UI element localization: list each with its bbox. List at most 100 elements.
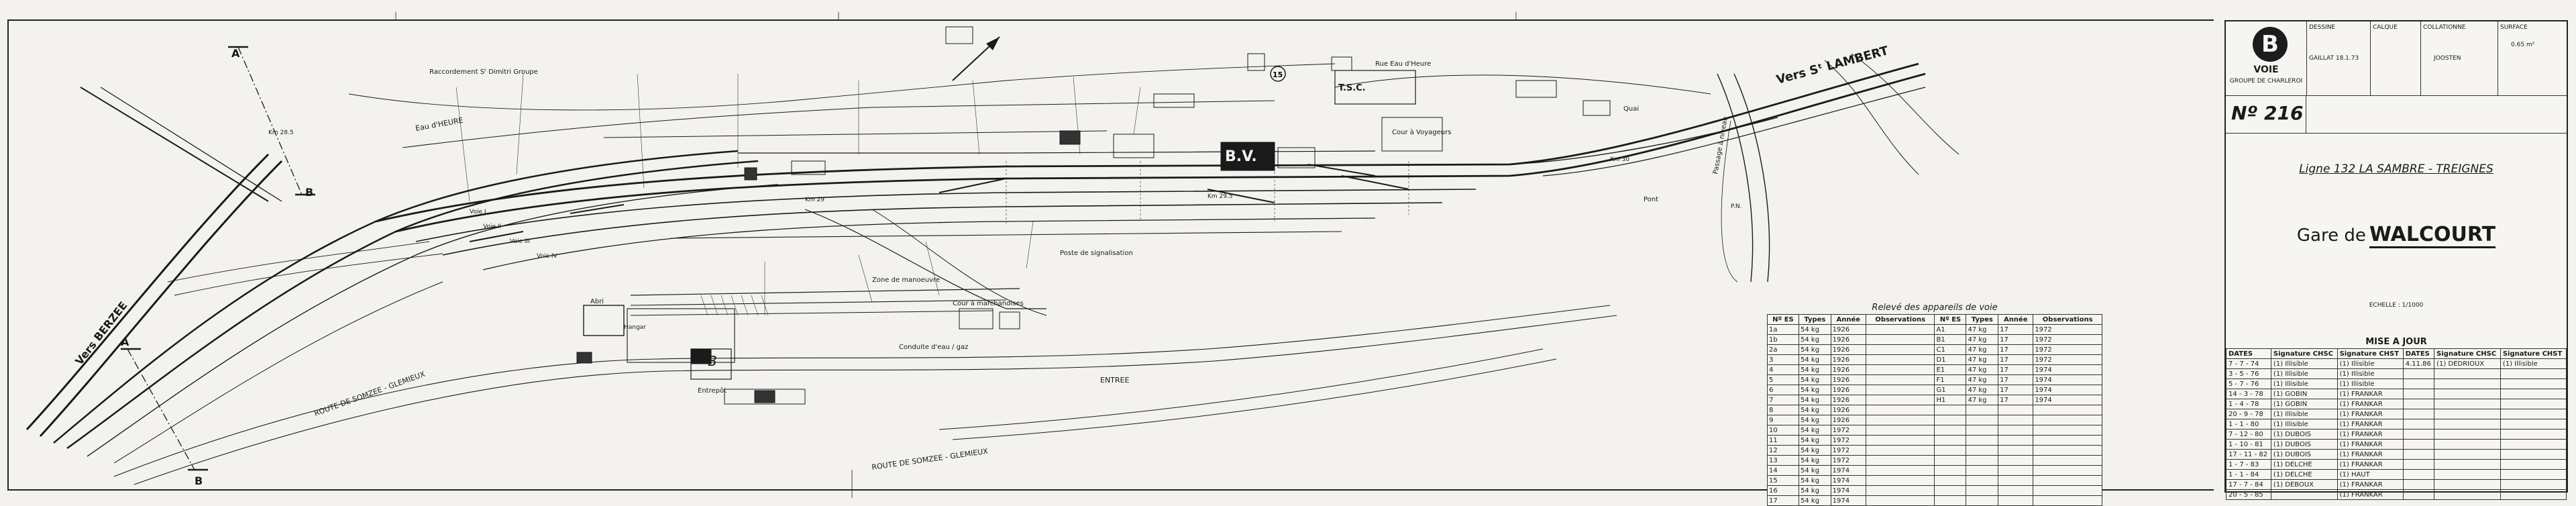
- update-cell: (1) DEBOUX: [2270, 479, 2338, 490]
- update-header-cell: Signature CHSC: [2270, 348, 2338, 359]
- appareils-cell: 1926: [1830, 344, 1866, 355]
- plan-border: [7, 19, 2214, 491]
- appareils-cell: 54 kg: [1799, 465, 1831, 476]
- appareils-header-cell: Observations: [1865, 314, 1935, 325]
- update-cell: [2434, 399, 2501, 409]
- appareils-cell: [1865, 395, 1935, 405]
- label-zone-manoeuvre: Zone de manoeuvre: [872, 276, 940, 284]
- appareils-cell: A1: [1934, 324, 1967, 335]
- update-title: MISE A JOUR: [2365, 337, 2427, 347]
- appareils-cell: 47 kg: [1966, 385, 1999, 395]
- update-row: 20 - 9 - 78(1) Illisible(1) FRANKAR: [2226, 409, 2567, 419]
- appareils-cell: [1966, 495, 1999, 506]
- echelle: ECHELLE : 1/1000: [2369, 302, 2424, 309]
- appareils-cell: [1998, 475, 2034, 486]
- appareils-cell: 1972: [2033, 354, 2102, 365]
- label-raccordement: Raccordement Sᵗ Dimitri Groupe: [429, 68, 538, 76]
- update-cell: (1) Illisible: [2270, 368, 2338, 379]
- update-header-cell: Signature CHST: [2337, 348, 2404, 359]
- org-group: GROUPE DE CHARLEROI: [2229, 78, 2303, 85]
- update-cell: [2402, 368, 2435, 379]
- label-conduite: Conduite d'eau / gaz: [899, 344, 968, 351]
- appareils-cell: 1b: [1767, 334, 1799, 345]
- appareils-cell: 17: [1998, 395, 2034, 405]
- update-cell: [2500, 429, 2567, 440]
- update-cell: [2402, 449, 2435, 460]
- appareils-cell: 1972: [2033, 324, 2102, 335]
- appareils-cell: [1865, 465, 1935, 476]
- appareils-cell: 47 kg: [1966, 395, 1999, 405]
- label-bv: B.V.: [1225, 148, 1257, 165]
- appareils-cell: [1934, 405, 1967, 415]
- update-cell: 17 - 7 - 84: [2226, 479, 2271, 490]
- appareils-cell: 47 kg: [1966, 334, 1999, 345]
- approach-tracks-berzee: [25, 87, 779, 464]
- update-cell: (1) Illisible: [2500, 358, 2567, 369]
- appareils-cell: 1974: [2033, 364, 2102, 375]
- update-cell: 7 - 12 - 80: [2226, 429, 2271, 440]
- appareils-header-cell: Année: [1998, 314, 2034, 325]
- label-vers-berzee: Vers BERZEE: [72, 299, 129, 368]
- update-cell: 5 - 7 - 76: [2226, 378, 2271, 389]
- appareils-cell: 13: [1767, 455, 1799, 466]
- appareils-cell: 54 kg: [1799, 475, 1831, 486]
- label-route-somzee-2: ROUTE DE SOMZEE - GLEMIEUX: [871, 447, 989, 472]
- update-cell: [2402, 439, 2435, 450]
- update-row: 1 - 4 - 78(1) GOBIN(1) FRANKAR: [2226, 399, 2567, 409]
- appareils-cell: [1966, 485, 1999, 496]
- appareils-cell: [1934, 425, 1967, 436]
- update-cell: [2434, 419, 2501, 429]
- right-branch-and-river: [1334, 53, 1960, 283]
- label-pn: P.N.: [1731, 203, 1741, 210]
- svg-text:15: 15: [1273, 70, 1283, 79]
- roads: [113, 63, 1617, 485]
- appareils-cell: 6: [1767, 385, 1799, 395]
- appareils-header-cell: Types: [1966, 314, 1999, 325]
- line-label: Ligne 132 LA SAMBRE - TREIGNES: [2299, 162, 2493, 176]
- update-cell: [2402, 469, 2435, 480]
- label-vers-st-lambert: Vers Sᵗ LAMBERT: [1775, 44, 1890, 87]
- appareils-cell: 1926: [1830, 415, 1866, 425]
- label-km-3: Km 29.5: [1208, 193, 1233, 200]
- update-cell: (1) Illisible: [2270, 378, 2338, 389]
- update-cell: (1) GOBIN: [2270, 389, 2338, 399]
- appareils-cell: 54 kg: [1799, 324, 1831, 335]
- appareils-cell: [1865, 435, 1935, 446]
- update-cell: [2402, 419, 2435, 429]
- label-abri: Abri: [590, 298, 604, 305]
- appareils-cell: 1974: [2033, 395, 2102, 405]
- org-voie: VOIE: [2253, 64, 2279, 75]
- appareils-cell: [1865, 344, 1935, 355]
- appareils-cell: 3: [1767, 354, 1799, 365]
- appareils-cell: 17: [1998, 344, 2034, 355]
- section-b-top: B: [305, 186, 313, 199]
- appareils-cell: 54 kg: [1799, 445, 1831, 456]
- update-header-cell: DATES: [2402, 348, 2435, 359]
- label-route-somzee: ROUTE DE SOMZEE - GLEMIEUX: [313, 370, 427, 418]
- update-header-cell: Signature CHSC: [2434, 348, 2501, 359]
- goods-yard-hatch: [700, 295, 769, 316]
- appareils-cell: 1972: [2033, 344, 2102, 355]
- appareils-cell: 54 kg: [1799, 364, 1831, 375]
- update-row: 1 - 1 - 80(1) Illisible(1) FRANKAR: [2226, 419, 2567, 429]
- update-cell: 1 - 1 - 80: [2226, 419, 2271, 429]
- appareils-header-cell: Types: [1799, 314, 1831, 325]
- appareils-cell: [1966, 435, 1999, 446]
- appareils-cell: [2033, 435, 2102, 446]
- update-cell: [2434, 378, 2501, 389]
- appareils-cell: 1974: [1830, 465, 1866, 476]
- appareils-cell: 17: [1998, 374, 2034, 385]
- update-row: 5 - 7 - 76(1) Illisible(1) Illisible: [2226, 378, 2567, 389]
- label-heure: Eau d'HEURE: [415, 116, 464, 133]
- appareils-cell: [1934, 455, 1967, 466]
- appareils-cell: 14: [1767, 465, 1799, 476]
- appareils-cell: 54 kg: [1799, 385, 1831, 395]
- update-cell: (1) DELCHE: [2270, 469, 2338, 480]
